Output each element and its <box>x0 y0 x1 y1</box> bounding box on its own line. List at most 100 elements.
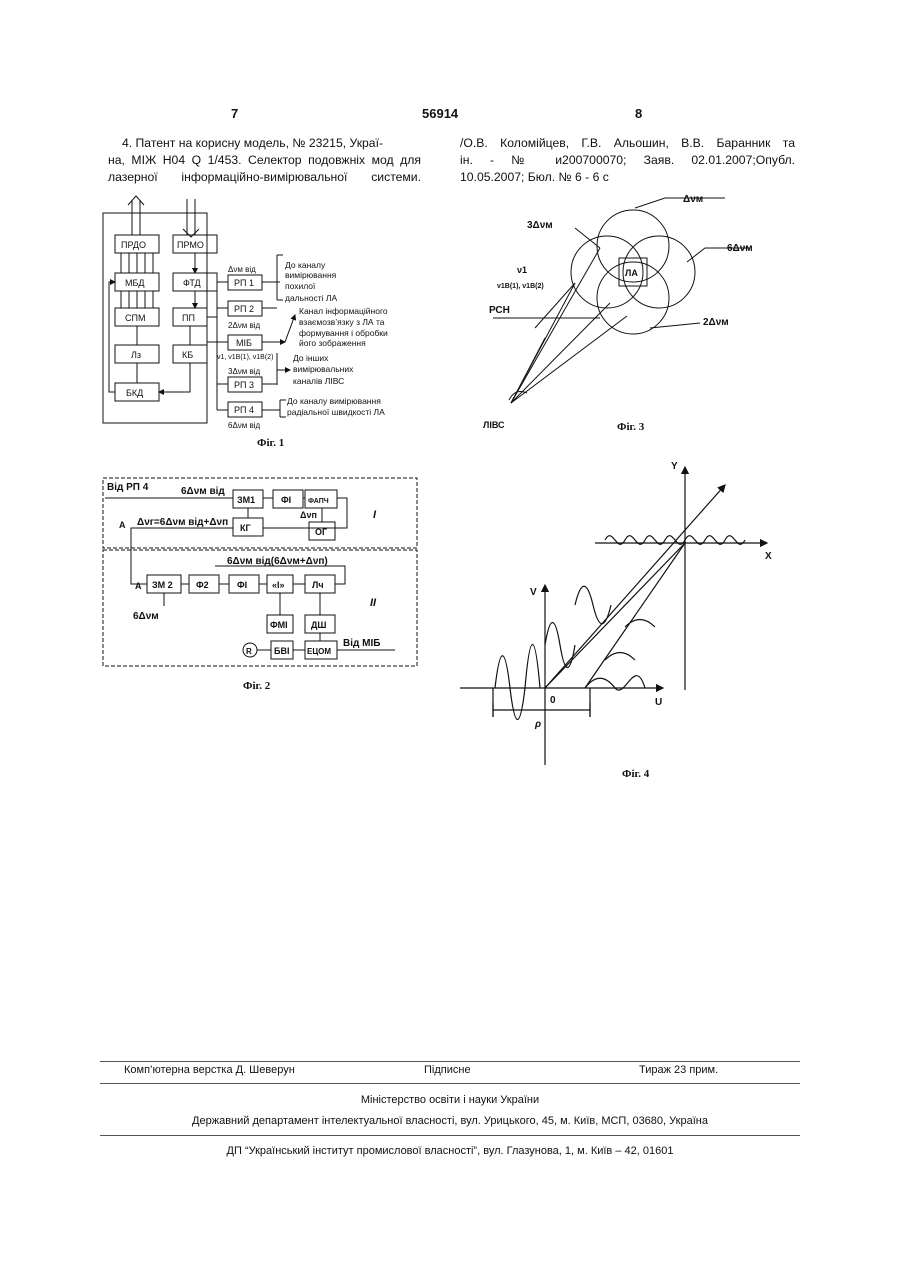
footer-layout: Комп’ютерна верстка Д. Шеверун <box>124 1064 295 1076</box>
patent-number: 56914 <box>422 106 458 121</box>
reference-right: /О.В. Коломійцев, Г.В. Альошин, В.В. Бар… <box>460 135 795 186</box>
from-mib-label: Від МІБ <box>343 638 380 649</box>
x-axis-label: X <box>765 551 772 562</box>
rsn-label: РСН <box>489 305 510 316</box>
footer-ministry: Міністерство освіти і науки України <box>100 1094 800 1106</box>
a2-label: А <box>135 581 142 591</box>
fapch-label: ФАПЧ <box>308 498 329 505</box>
v-axis-label: V <box>530 587 537 598</box>
reference-right-line-1: /О.В. Коломійцев, Г.В. Альошин, В.В. Бар… <box>460 135 795 152</box>
og-label: ОГ <box>315 527 327 537</box>
kb-label: КБ <box>182 350 193 360</box>
figure-3-geometry: Δνм 3Δνм 6Δνм 2Δνм ЛА ν1 ν1В(1), ν1В(2) … <box>475 188 775 448</box>
zm2-label: ЗМ 2 <box>152 580 173 590</box>
reference-left-line-1: 4. Патент на корисну модель, № 23215, Ук… <box>108 135 421 152</box>
footer-rule-1 <box>100 1061 800 1062</box>
dnu-p-label: Δνп <box>300 510 317 520</box>
la-label: ЛА <box>625 268 638 278</box>
six-dnu-top-label: 6Δνм від <box>181 486 225 497</box>
footer-institute: ДП “Український інститут промислової вла… <box>100 1145 800 1157</box>
three-dnu-label: 3Δνм <box>527 220 553 231</box>
footer-rule-3 <box>100 1135 800 1136</box>
middle-label: 6Δνм від(6Δνм+Δνп) <box>227 556 328 567</box>
prmo-label: ПРМО <box>177 240 204 250</box>
footer-circulation: Тираж 23 прим. <box>639 1064 718 1076</box>
dsh-label: ДШ <box>311 620 326 630</box>
figure-1-block-diagram: ПРДО ПРМО МБД ФТД СПМ ПП Лз КБ БКД РП 1 … <box>95 195 425 435</box>
u-axis-label: U <box>655 697 662 708</box>
note-1-line-2: вимірювання <box>285 270 337 280</box>
figure-2-caption: Фіг. 2 <box>243 680 270 692</box>
footer-signed: Підписне <box>424 1064 471 1076</box>
prdo-label: ПРДО <box>121 240 146 250</box>
reference-left: 4. Патент на корисну модель, № 23215, Ук… <box>108 135 421 186</box>
six-dnu-low-label: 6Δνм <box>133 611 159 622</box>
left-page-number: 7 <box>231 106 238 121</box>
bkd-label: БКД <box>126 388 143 398</box>
y-axis-label: Y <box>671 461 678 472</box>
etsom-label: ЕЦОМ <box>307 647 331 656</box>
nu-b-label: ν1В(1), ν1В(2) <box>497 283 544 290</box>
mbd-label: МБД <box>125 278 145 288</box>
rp1-label: РП 1 <box>234 278 254 288</box>
figure-4-caption: Фіг. 4 <box>622 768 649 780</box>
note-2-line-1: Канал інформаційного <box>299 306 388 316</box>
right-page-number: 8 <box>635 106 642 121</box>
note-2-line-4: його зображення <box>299 338 366 348</box>
note-3-line-1: До інших <box>293 353 329 363</box>
nu1-label: ν1 <box>517 265 527 275</box>
reference-right-line-2: ін. - № и200700070; Заяв. 02.01.2007;Опу… <box>460 152 795 169</box>
note-4-line-1: До каналу вимірювання <box>287 396 381 406</box>
rp2-label: РП 2 <box>234 304 254 314</box>
note-1-line-4: дальності ЛА <box>285 293 337 303</box>
figure-1-caption: Фіг. 1 <box>257 437 284 449</box>
dnu-label: Δνм <box>683 194 703 205</box>
note-4-line-2: радіальної швидкості ЛА <box>287 407 385 417</box>
rp4-label: РП 4 <box>234 405 254 415</box>
reference-left-line-3: лазерної інформаційно-вимірювальної сист… <box>108 169 421 186</box>
fi-top-label: ФІ <box>281 495 291 505</box>
ftd-label: ФТД <box>183 278 201 288</box>
fi-low-label: ФІ <box>237 580 247 590</box>
i-label: «І» <box>272 580 285 590</box>
reference-right-line-3: 10.05.2007; Бюл. № 6 - 6 с <box>460 169 795 186</box>
section-one-label: I <box>373 509 377 521</box>
figure-3-caption: Фіг. 3 <box>617 421 644 433</box>
figure-4-signal-diagram: Y X V U 0 ρ <box>455 455 785 775</box>
dnu-label: Δνм від <box>228 265 256 274</box>
zm1-label: ЗМ1 <box>237 495 255 505</box>
six-dnu-label: 6Δνм від <box>228 421 261 430</box>
nu-list-label: ν1, ν1В(1), ν1В(2) <box>217 354 273 361</box>
dnu-g-label: Δνг=6Δνм від+Δνп <box>137 517 228 528</box>
f2-label: Ф2 <box>196 580 209 590</box>
fmi-label: ФМІ <box>270 620 288 630</box>
note-2-line-3: формування і обробки <box>299 328 388 338</box>
two-dnu-label: 2Δνм від <box>228 321 261 330</box>
from-rp4-label: Від РП 4 <box>107 482 149 493</box>
rho-label: ρ <box>534 719 541 730</box>
spm-label: СПМ <box>125 313 145 323</box>
pp-label: ПП <box>182 313 195 323</box>
mib-label: МІБ <box>236 338 252 348</box>
origin-label: 0 <box>550 695 556 706</box>
r-label: R <box>246 647 252 656</box>
figure-2-block-diagram: Від РП 4 6Δνм від ЗМ1 ФІ ФАПЧ КГ ОГ Δνп … <box>95 476 425 671</box>
note-1-line-3: похилої <box>285 281 316 291</box>
note-2-line-2: взаємозв’язку з ЛА та <box>299 317 385 327</box>
reference-left-line-2: на, МІЖ H04 Q 1/453. Селектор подовжніх … <box>108 152 421 169</box>
a1-label: А <box>119 520 126 530</box>
note-1-line-1: До каналу <box>285 260 326 270</box>
two-dnu-label: 2Δνм <box>703 317 729 328</box>
rp3-label: РП 3 <box>234 380 254 390</box>
livs-label: ЛІВС <box>483 420 505 430</box>
footer-department: Державний департамент інтелектуальної вл… <box>100 1115 800 1127</box>
kg-label: КГ <box>240 523 251 533</box>
section-two-label: II <box>370 597 377 609</box>
note-3-line-3: каналів ЛІВС <box>293 376 344 386</box>
bvi-label: БВІ <box>274 646 289 656</box>
six-dnu-label: 6Δνм <box>727 243 753 254</box>
lz-label: Лз <box>131 350 141 360</box>
lch-label: Лч <box>312 580 324 590</box>
note-3-line-2: вимірювальних <box>293 364 354 374</box>
